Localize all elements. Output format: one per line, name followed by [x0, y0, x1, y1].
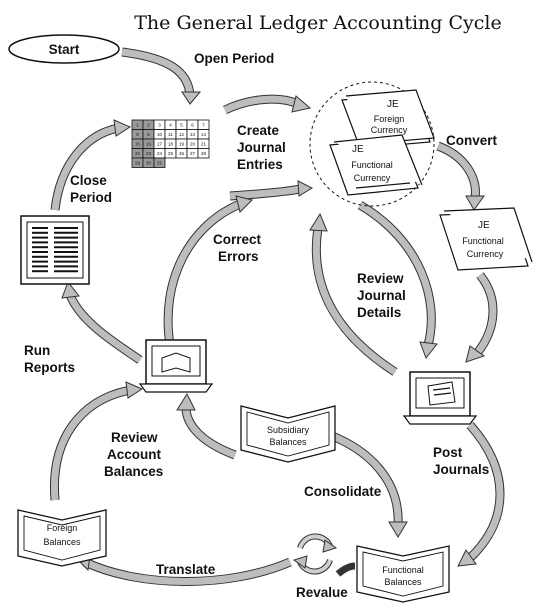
journal-entry-group: JE Foreign Currency JE Functional Curren… — [309, 81, 435, 207]
calendar-day: 16 — [146, 142, 152, 147]
calendar-day: 15 — [135, 142, 141, 147]
label-review-account-balances: Review Account Balances — [104, 430, 163, 479]
label-revalue: Revalue — [296, 585, 348, 600]
calendar-day: 25 — [168, 151, 174, 156]
svg-text:Period: Period — [70, 190, 112, 205]
computer-right-icon — [402, 371, 478, 425]
calendar-cell — [165, 158, 176, 168]
label-convert: Convert — [446, 133, 498, 148]
calendar-day: 21 — [201, 142, 207, 147]
report-icon — [20, 215, 90, 285]
functional-balances-line1: Functional — [382, 565, 424, 575]
calendar-day: 5 — [180, 123, 183, 128]
functional-currency-line1: Functional — [351, 160, 393, 170]
calendar-day: 31 — [157, 161, 163, 166]
foreign-balances-book: Foreign Balances — [17, 509, 107, 567]
label-post-journals: Post Journals — [433, 445, 489, 477]
svg-text:Post: Post — [433, 445, 463, 460]
calendar-day: 26 — [179, 151, 185, 156]
subsidiary-balances-book: Subsidiary Balances — [240, 405, 336, 463]
svg-text:Close: Close — [70, 173, 107, 188]
calendar-cell — [187, 158, 198, 168]
calendar-day: 22 — [135, 151, 141, 156]
computer-left-icon — [138, 339, 214, 393]
je-functional-converted-doc: JE Functional Currency — [439, 207, 533, 271]
label-close-period: Close Period — [70, 173, 112, 205]
label-correct-errors: Correct Errors — [213, 232, 262, 264]
subsidiary-line1: Subsidiary — [267, 425, 310, 435]
svg-text:Reports: Reports — [24, 360, 75, 375]
start-label: Start — [49, 42, 80, 57]
foreign-currency-line1: Foreign — [374, 114, 405, 124]
calendar-day: 20 — [190, 142, 196, 147]
calendar-day: 3 — [158, 123, 161, 128]
svg-text:Journal: Journal — [357, 288, 406, 303]
svg-text:Balances: Balances — [104, 464, 163, 479]
calendar-day: 14 — [201, 132, 207, 137]
calendar-day: 19 — [179, 142, 185, 147]
start-node: Start — [8, 34, 120, 64]
calendar-day: 29 — [135, 161, 141, 166]
calendar-cell — [197, 148, 210, 159]
label-translate: Translate — [156, 562, 216, 577]
functional-currency-line2: Currency — [354, 173, 391, 183]
je-functional-doc: JE Functional Currency — [329, 134, 423, 196]
foreign-balances-line1: Foreign — [47, 523, 78, 533]
functional-balances-line2: Balances — [384, 577, 422, 587]
label-review-journal-details: Review Journal Details — [357, 271, 406, 320]
calendar-day: 13 — [190, 132, 196, 137]
je-foreign-doc: JE Foreign Currency — [341, 89, 435, 149]
calendar-day: 1 — [136, 123, 139, 128]
calendar-cell — [153, 157, 166, 168]
je-converted-tag: JE — [478, 220, 490, 231]
calendar-day: 28 — [201, 151, 207, 156]
calendar-day: 2 — [147, 123, 150, 128]
subsidiary-line2: Balances — [269, 437, 307, 447]
label-create-journal-entries: Create Journal Entries — [237, 123, 286, 172]
cycle-arrows — [49, 47, 505, 586]
svg-text:Journal: Journal — [237, 140, 286, 155]
foreign-balances-line2: Balances — [43, 537, 81, 547]
svg-text:Review: Review — [111, 430, 158, 445]
calendar-cell — [198, 158, 209, 168]
converted-functional-line1: Functional — [462, 236, 504, 246]
calendar-day: 6 — [191, 123, 194, 128]
revalue-cycle-icon — [292, 533, 338, 575]
calendar-day: 17 — [157, 142, 163, 147]
svg-text:Details: Details — [357, 305, 401, 320]
calendar-day: 11 — [168, 132, 173, 137]
diagram-title: The General Ledger Accounting Cycle — [134, 12, 501, 34]
converted-functional-line2: Currency — [467, 249, 504, 259]
svg-text:Create: Create — [237, 123, 280, 138]
svg-text:Account: Account — [107, 447, 162, 462]
calendar-day: 8 — [136, 132, 139, 137]
calendar-day: 27 — [190, 151, 196, 156]
functional-balances-book: Functional Balances — [356, 545, 450, 603]
calendar-day: 23 — [146, 151, 152, 156]
calendar-day: 4 — [169, 123, 172, 128]
svg-text:Errors: Errors — [218, 249, 259, 264]
je-functional-tag: JE — [352, 144, 364, 155]
calendar-day: 9 — [147, 132, 150, 137]
label-open-period: Open Period — [194, 51, 274, 66]
label-consolidate: Consolidate — [304, 484, 382, 499]
je-foreign-tag: JE — [387, 99, 399, 110]
svg-text:Entries: Entries — [237, 157, 283, 172]
calendar-day: 10 — [157, 132, 163, 137]
svg-text:Run: Run — [24, 343, 50, 358]
calendar-day: 18 — [168, 142, 174, 147]
label-run-reports: Run Reports — [24, 343, 75, 375]
calendar-day: 30 — [146, 161, 152, 166]
svg-text:Correct: Correct — [213, 232, 262, 247]
svg-text:Review: Review — [357, 271, 404, 286]
calendar-day: 24 — [157, 151, 163, 156]
foreign-currency-line2: Currency — [371, 125, 408, 135]
calendar-day: 7 — [202, 123, 205, 128]
calendar-cell — [176, 158, 187, 168]
calendar-day: 12 — [179, 132, 185, 137]
svg-text:Journals: Journals — [433, 462, 489, 477]
